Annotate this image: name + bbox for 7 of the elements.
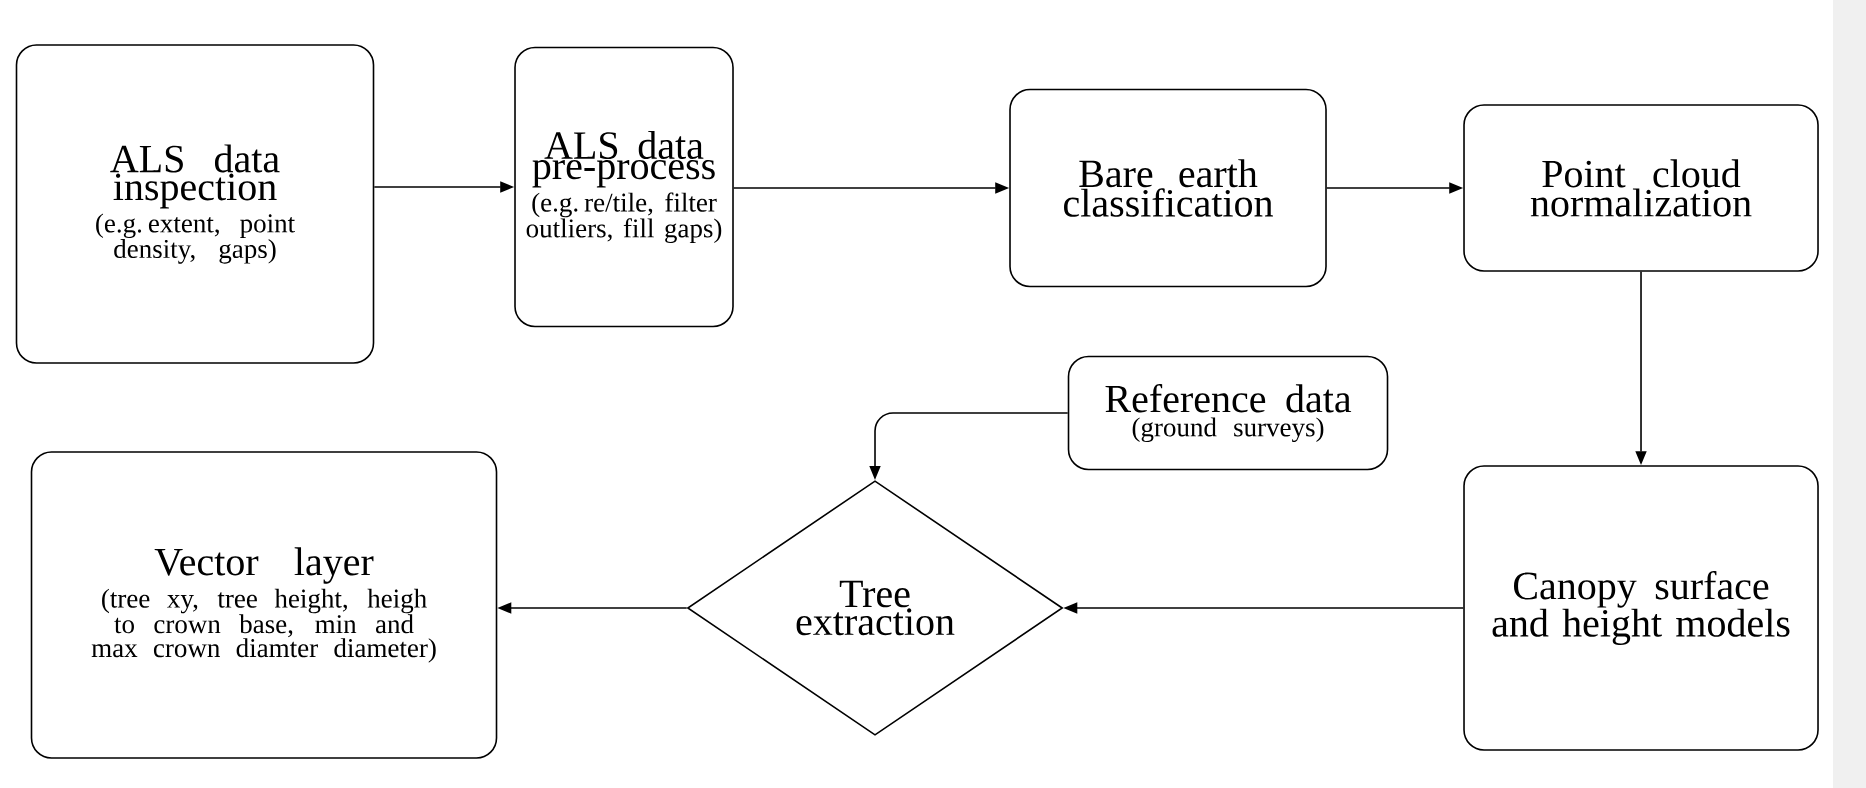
process-box: ALS data inspection (e.g. extent, point density, gaps) <box>15 44 375 364</box>
process-box: Point cloud normalization <box>1463 104 1819 272</box>
process-box: Bare earth classification <box>1009 88 1327 288</box>
process-box: Canopy surface and height models <box>1463 465 1819 751</box>
process-box: Reference data (ground surveys) <box>1067 355 1389 471</box>
process-box: Vector layer (tree xy, tree height, heigh to crown base, min and max crown diamter diameter) <box>30 451 498 759</box>
process-box: ALS data pre-process (e.g. re/tile, filter outliers, fill gaps) <box>514 46 734 328</box>
